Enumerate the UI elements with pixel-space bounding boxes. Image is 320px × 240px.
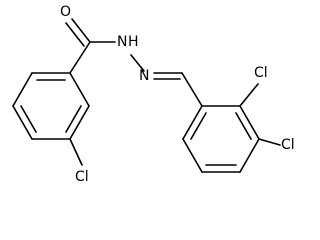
bond-ring1-c3-c4 xyxy=(12,105,33,140)
atom-imine-nitrogen: N xyxy=(139,68,149,84)
bond-ring2-c6-c1 xyxy=(182,105,203,140)
atom-chlorine-ring2-a: Cl xyxy=(254,65,268,81)
bond-ring2-cl-a xyxy=(239,83,259,107)
atom-nh-nitrogen: N xyxy=(117,34,127,50)
bond-ring2-c5-c6 xyxy=(182,138,203,173)
bond-ring1-cl xyxy=(69,138,83,166)
bond-carbonyl-ring1 xyxy=(69,41,91,74)
bond-ring2-c2-c3-inner xyxy=(235,112,252,140)
bonds xyxy=(12,18,281,173)
bond-carbonyl-double-1 xyxy=(71,18,91,43)
bond-imine-ring2 xyxy=(181,72,203,107)
molecule-structure: O N H N Cl Cl Cl xyxy=(12,4,295,185)
bond-ring1-c6-c1 xyxy=(69,72,90,107)
bond-carbonyl-double-2 xyxy=(65,22,85,47)
bond-n-n xyxy=(130,54,145,72)
bond-ring2-c2-c3 xyxy=(239,105,260,140)
bond-ring2-c3-c4 xyxy=(239,138,260,173)
atom-nh-hydrogen: H xyxy=(128,34,139,50)
bond-ring2-c6-c1-inner xyxy=(190,112,207,140)
atom-chlorine-ring1: Cl xyxy=(75,169,89,185)
atom-chlorine-ring2-b: Cl xyxy=(281,137,295,153)
atom-labels: O N H N Cl Cl Cl xyxy=(60,4,295,185)
bond-ring1-c3-c4-inner xyxy=(20,105,37,133)
bond-ring1-c5-c6 xyxy=(69,105,90,140)
bond-ring1-c2-c3 xyxy=(12,72,33,107)
bond-ring2-cl-b xyxy=(258,138,281,146)
atom-oxygen: O xyxy=(60,4,71,20)
bond-ring1-c5-c6-inner xyxy=(65,105,82,133)
